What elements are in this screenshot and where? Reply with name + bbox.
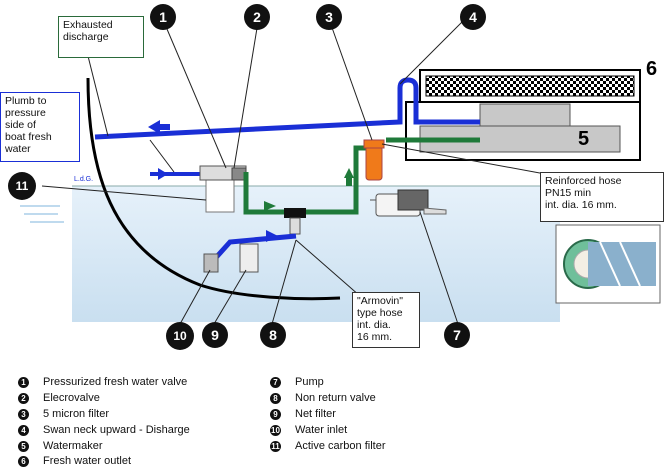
legend-text: Watermaker bbox=[43, 440, 103, 453]
legend-item-2: 2 Elecrovalve bbox=[18, 392, 100, 406]
flow-arrow-up bbox=[344, 168, 354, 178]
fresh-water-outlet-number: 6 bbox=[646, 58, 658, 80]
legend-text: Elecrovalve bbox=[43, 392, 100, 405]
legend-text: Swan neck upward - Disharge bbox=[43, 424, 190, 437]
legend-num: 8 bbox=[270, 392, 281, 404]
legend-num: 10 bbox=[270, 424, 281, 436]
flow-arrow-intake bbox=[266, 230, 278, 242]
badge-4: 4 bbox=[460, 4, 486, 30]
water-ripples bbox=[20, 205, 64, 223]
waterline-label: L.d.G. bbox=[74, 176, 94, 183]
watermaker-number: 5 bbox=[578, 128, 590, 150]
callout-armovin-hose: "Armovin" type hose int. dia. 16 mm. bbox=[352, 292, 420, 348]
legend-text: Net filter bbox=[295, 408, 336, 421]
legend-num: 7 bbox=[270, 376, 281, 388]
legend-item-11: 11 Active carbon filter bbox=[270, 440, 385, 454]
badge-11: 11 bbox=[8, 172, 36, 200]
flow-arrow-feed bbox=[264, 201, 276, 211]
legend-text: Pump bbox=[295, 376, 324, 389]
badge-2: 2 bbox=[244, 4, 270, 30]
carbon-filter bbox=[205, 175, 235, 213]
legend-num: 2 bbox=[18, 392, 29, 404]
legend-item-10: 10 Water inlet bbox=[270, 424, 347, 438]
legend-text: 5 micron filter bbox=[43, 408, 110, 421]
callout-reinforced-hose: Reinforced hose PN15 min int. dia. 16 mm… bbox=[540, 172, 664, 222]
legend-item-4: 4 Swan neck upward - Disharge bbox=[18, 424, 190, 438]
legend-item-7: 7 Pump bbox=[270, 376, 324, 390]
feed-hose bbox=[243, 137, 480, 215]
legend-item-1: 1 Pressurized fresh water valve bbox=[18, 376, 187, 390]
leader-lines bbox=[41, 21, 557, 325]
legend-num: 3 bbox=[18, 408, 29, 420]
callout-exhausted-discharge: Exhausted discharge bbox=[58, 16, 144, 58]
discharge-hose bbox=[94, 77, 480, 140]
legend-item-3: 3 5 micron filter bbox=[18, 408, 109, 422]
callout-plumb-fresh-water: Plumb to pressure side of boat fresh wat… bbox=[0, 92, 80, 162]
legend-num: 5 bbox=[18, 440, 29, 452]
legend-num: 11 bbox=[270, 440, 281, 452]
badge-10: 10 bbox=[166, 322, 194, 350]
legend-text: Non return valve bbox=[295, 392, 376, 405]
legend-item-5: 5 Watermaker bbox=[18, 440, 103, 454]
micron-filter bbox=[365, 145, 383, 181]
boat-hull bbox=[86, 77, 341, 301]
badge-8: 8 bbox=[260, 322, 286, 348]
legend-text: Active carbon filter bbox=[295, 440, 386, 453]
legend-item-8: 8 Non return valve bbox=[270, 392, 376, 406]
badge-3: 3 bbox=[316, 4, 342, 30]
sea-water bbox=[72, 186, 560, 322]
legend-item-6: 6 Fresh water outlet bbox=[18, 455, 131, 469]
badge-7: 7 bbox=[444, 322, 470, 348]
legend-item-9: 9 Net filter bbox=[270, 408, 336, 422]
legend-num: 4 bbox=[18, 424, 29, 436]
legend-num: 6 bbox=[18, 455, 29, 467]
legend-text: Water inlet bbox=[295, 424, 348, 437]
pump-unit bbox=[370, 189, 447, 217]
flow-arrow-discharge bbox=[148, 120, 160, 134]
legend-num: 1 bbox=[18, 376, 29, 388]
legend-text: Fresh water outlet bbox=[43, 455, 132, 468]
legend-text: Pressurized fresh water valve bbox=[43, 376, 188, 389]
badge-1: 1 bbox=[150, 4, 176, 30]
legend-num: 9 bbox=[270, 408, 281, 420]
badge-9: 9 bbox=[202, 322, 228, 348]
